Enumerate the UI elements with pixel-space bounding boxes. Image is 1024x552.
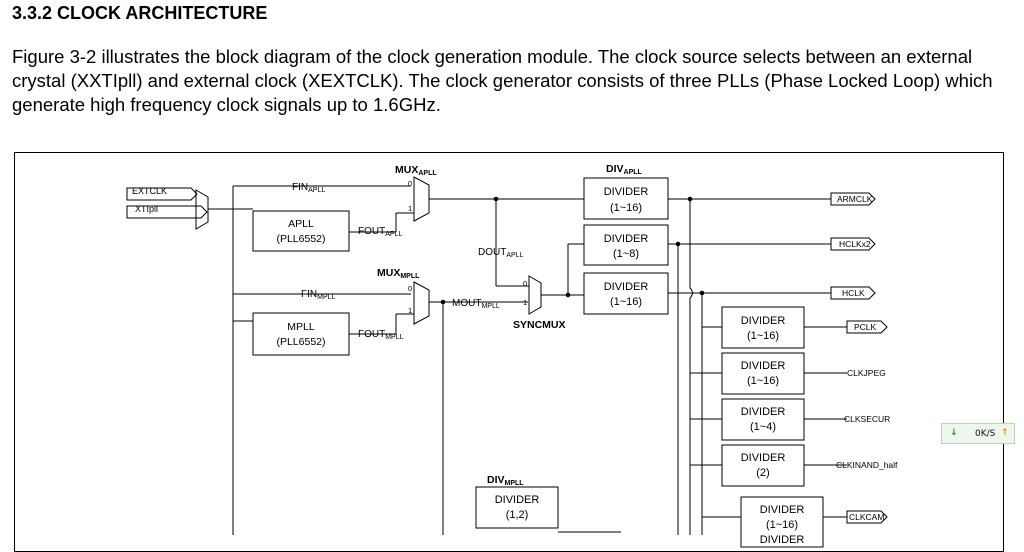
divider-label: DIVIDER	[604, 186, 649, 198]
divider-label: DIVIDER	[741, 452, 786, 464]
hclkx2-tag	[830, 237, 876, 251]
mpll-block-part: (PLL6552)	[276, 336, 325, 348]
divider-ratio: (2)	[756, 467, 769, 479]
clkjpeg-label: CLKJPEG	[847, 368, 886, 378]
div-hclkx2-block	[583, 224, 669, 266]
pclk-tag	[846, 320, 888, 334]
divider-label: DIVIDER	[741, 406, 786, 418]
clkcam-tag	[846, 510, 888, 524]
fout-mpll-label: FOUTMPLL	[358, 329, 404, 341]
xtipll-pin-shape	[126, 205, 208, 219]
mux-apll-sel-1: 1	[408, 204, 412, 213]
armclk-tag	[830, 192, 876, 206]
section-heading: 3.3.2 CLOCK ARCHITECTURE	[12, 3, 268, 23]
divider-ratio: (1~4)	[750, 421, 776, 433]
mux-mpll-sel-0: 0	[408, 284, 412, 293]
mpll-block	[252, 312, 350, 356]
xtipll-label: XTIpll	[135, 204, 158, 214]
hclk-tag	[830, 286, 876, 300]
clkcam-label: CLKCAM	[849, 512, 884, 522]
mux-apll-sel-0: 0	[408, 179, 412, 188]
divider-ratio: (1~16)	[766, 519, 798, 531]
armclk-label: ARMCLK	[837, 194, 873, 204]
div-mpll-title: DIVMPLL	[487, 474, 524, 487]
fin-mpll-label: FINMPLL	[301, 289, 336, 301]
divider-ratio: (1~16)	[747, 375, 779, 387]
network-speed-widget[interactable]: ↓ 0K/S ↑	[941, 423, 1015, 444]
divider-label: DIVIDER	[760, 504, 805, 516]
clock-block-diagram: EXTCLK XTIpll MUXAPLL DIVAPLL MUXMPLL DI…	[14, 152, 1004, 552]
down-arrow-icon: ↓	[950, 428, 958, 438]
fin-apll-label: FINAPLL	[292, 182, 325, 194]
apll-block-part: (PLL6552)	[276, 233, 325, 245]
diagram-canvas: EXTCLK XTIpll MUXAPLL DIVAPLL MUXMPLL DI…	[126, 163, 898, 548]
divider-label: DIVIDER	[760, 534, 805, 546]
syncmux-label: SYNCMUX	[513, 319, 566, 331]
syncmux-sel-1: 1	[523, 298, 527, 307]
pclk-label: PCLK	[854, 322, 877, 332]
mux-apll-shape	[413, 176, 430, 222]
mux-mpll-sel-1: 1	[408, 306, 412, 315]
apll-block-name: APLL	[288, 218, 314, 230]
divider-label: DIVIDER	[604, 233, 649, 245]
divider-ratio: (1~16)	[610, 296, 642, 308]
divider-label: DIVIDER	[604, 281, 649, 293]
divider-ratio: (1~16)	[747, 330, 779, 342]
speed-value: 0K/S	[975, 429, 996, 439]
fout-apll-label: FOUTAPLL	[358, 226, 402, 238]
syncmux-sel-0: 0	[523, 279, 527, 288]
syncmux-shape	[528, 275, 542, 315]
divider-ratio: (1,2)	[506, 509, 529, 521]
mux-mpll-shape	[413, 281, 430, 325]
dout-apll-label: DOUTAPLL	[478, 247, 524, 259]
div-apll-title: DIVAPLL	[606, 163, 643, 176]
hclk-label: HCLK	[842, 288, 865, 298]
extclk-label: EXTCLK	[132, 186, 167, 196]
input-mux-shape	[195, 189, 209, 230]
clkinand-label: CLKINAND_half	[836, 460, 898, 470]
apll-block	[252, 210, 350, 252]
mpll-block-name: MPLL	[287, 321, 315, 333]
div-mpll-block	[475, 486, 559, 529]
clksecur-label: CLKSECUR	[844, 414, 890, 424]
divider-label: DIVIDER	[741, 315, 786, 327]
divider-label: DIVIDER	[495, 494, 540, 506]
mux-apll-title: MUXAPLL	[395, 164, 437, 177]
up-arrow-icon: ↑	[1001, 428, 1009, 438]
mux-mpll-title: MUXMPLL	[377, 267, 420, 280]
body-paragraph: Figure 3-2 illustrates the block diagram…	[12, 46, 993, 115]
mout-mpll-label: MOUTMPLL	[452, 298, 500, 310]
hclkx2-label: HCLKx2	[839, 239, 871, 249]
divider-ratio: (1~8)	[613, 248, 639, 260]
divider-ratio: (1~16)	[610, 202, 642, 214]
divider-label: DIVIDER	[741, 360, 786, 372]
extclk-pin-shape	[126, 187, 198, 201]
